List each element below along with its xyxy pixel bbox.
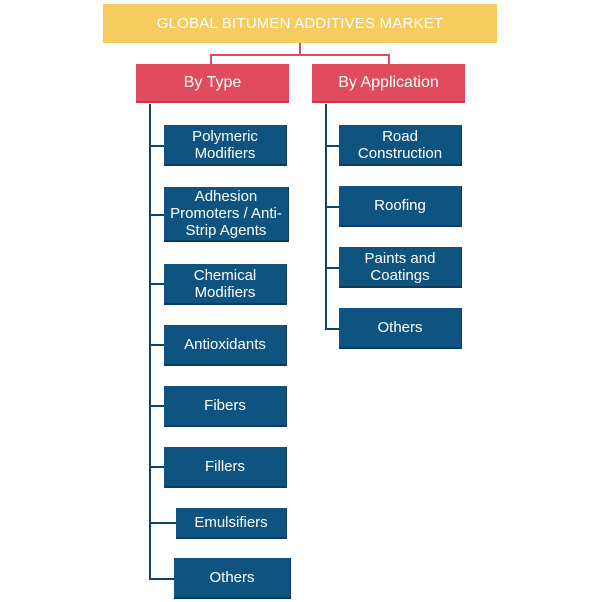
category-by-type: By Type — [136, 64, 289, 103]
connector-title-stem — [299, 43, 301, 55]
connector-type-branch — [149, 405, 164, 407]
application-paints-and-coatings: Paints and Coatings — [339, 247, 462, 288]
type-emulsifiers: Emulsifiers — [176, 508, 287, 539]
connector-application-branch — [325, 206, 340, 208]
connector-type-spine — [149, 104, 151, 580]
connector-type-drop — [210, 54, 212, 64]
connector-application-branch — [325, 328, 340, 330]
type-adhesion-promoters: Adhesion Promoters / Anti- Strip Agents — [164, 187, 289, 242]
connector-type-branch — [149, 466, 164, 468]
type-fibers: Fibers — [164, 386, 287, 427]
connector-type-branch — [149, 214, 164, 216]
connector-type-branch — [149, 344, 164, 346]
application-others: Others — [339, 308, 462, 349]
connector-type-branch — [149, 283, 164, 285]
connector-type-branch — [149, 145, 164, 147]
connector-title-bar — [210, 54, 390, 56]
type-polymeric-modifiers: Polymeric Modifiers — [164, 125, 287, 166]
type-chemical-modifiers: Chemical Modifiers — [164, 264, 287, 305]
application-roofing: Roofing — [339, 186, 462, 227]
connector-application-branch — [325, 267, 340, 269]
diagram-title: GLOBAL BITUMEN ADDITIVES MARKET — [103, 4, 497, 43]
connector-application-drop — [388, 54, 390, 64]
connector-application-spine — [325, 104, 327, 329]
connector-type-branch — [149, 578, 174, 580]
connector-type-branch — [149, 522, 176, 524]
type-fillers: Fillers — [164, 447, 287, 488]
category-by-application: By Application — [312, 64, 465, 103]
type-antioxidants: Antioxidants — [164, 325, 287, 366]
type-others: Others — [174, 558, 291, 599]
application-road-construction: Road Construction — [339, 125, 462, 166]
connector-application-branch — [325, 145, 340, 147]
